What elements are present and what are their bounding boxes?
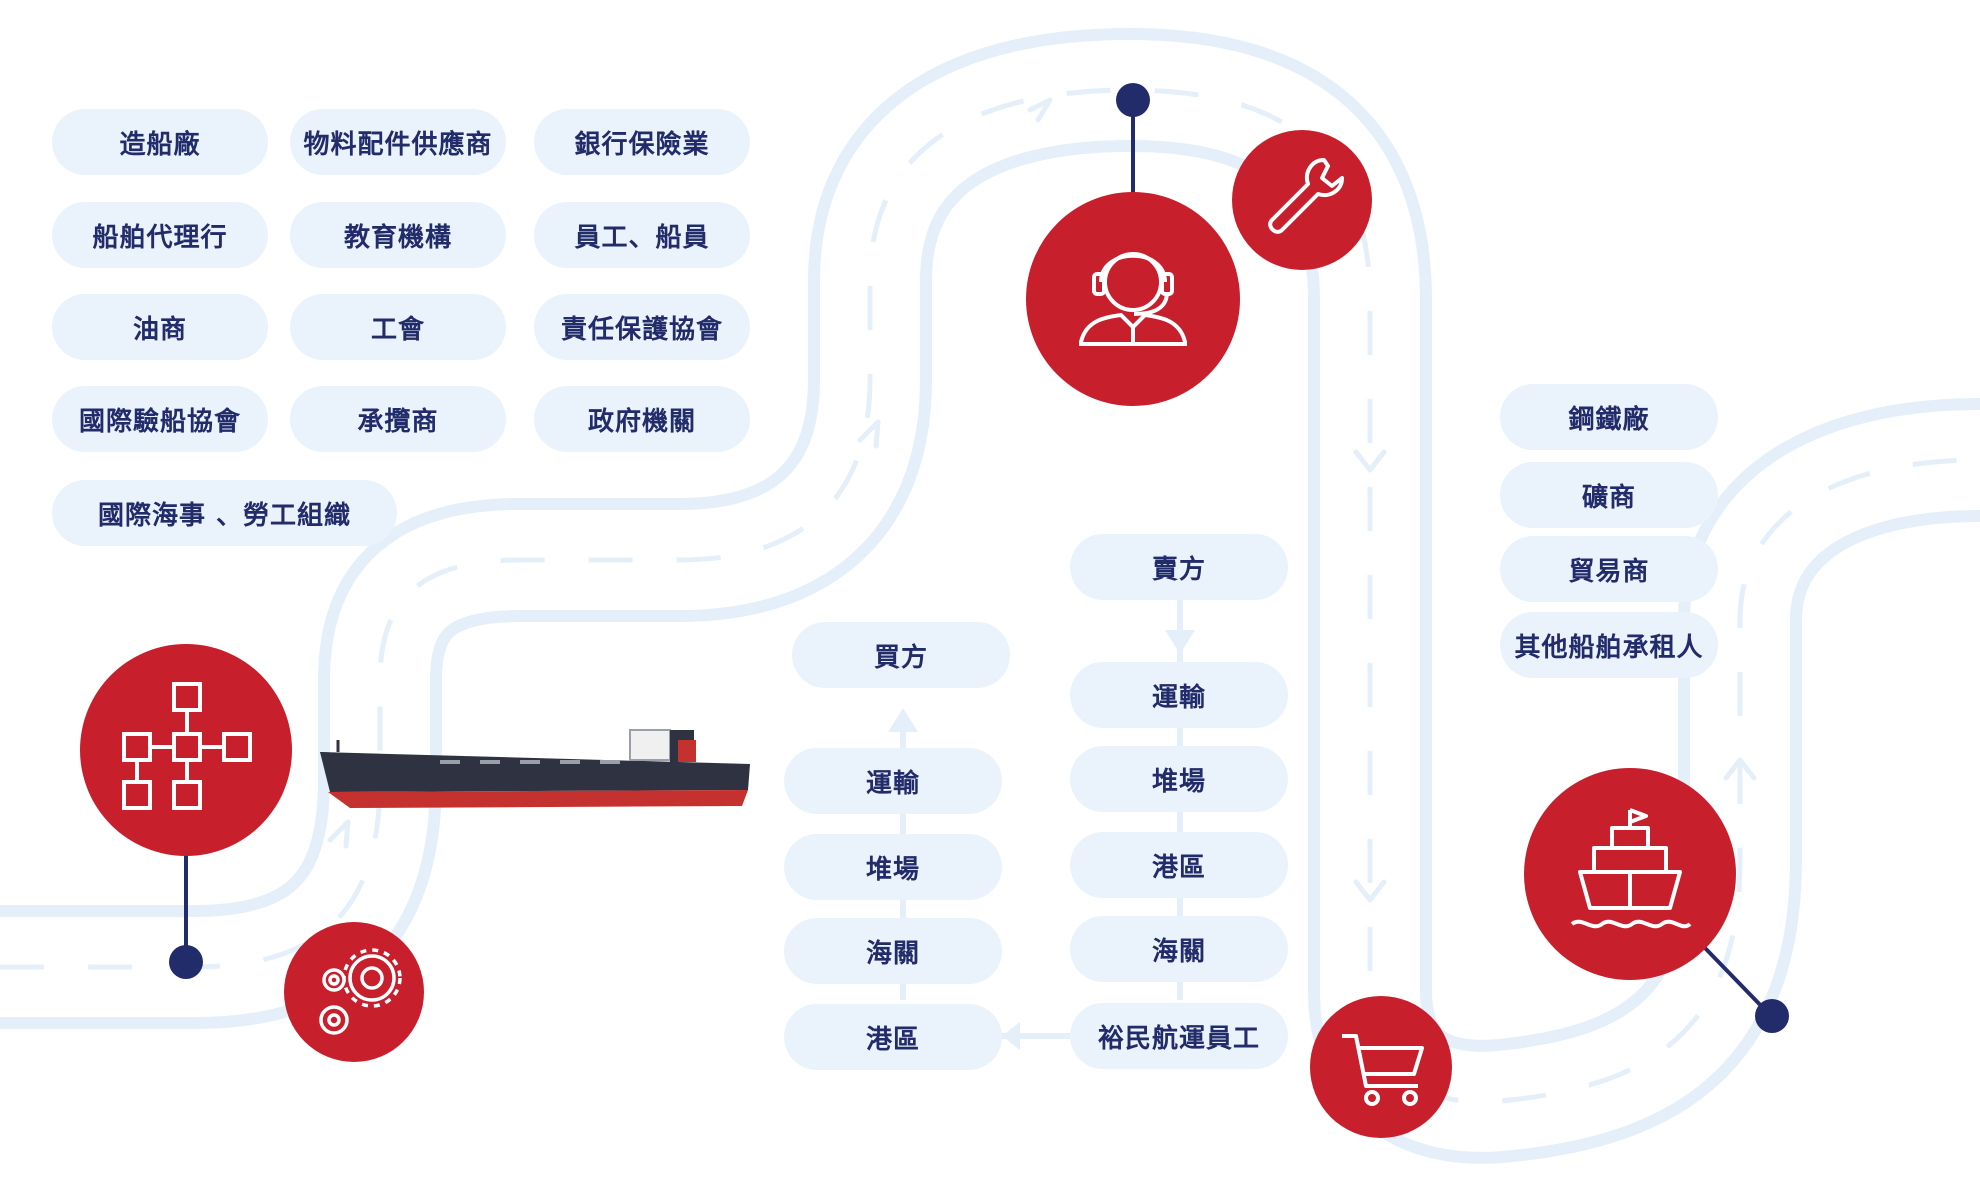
trader-pill: 鋼鐵廠 — [1500, 384, 1718, 450]
stakeholder-pill: 國際海事 、勞工組織 — [52, 480, 397, 546]
buyer-flow-step: 港區 — [784, 1004, 1002, 1070]
gears-icon — [284, 922, 424, 1062]
stakeholder-pill: 造船廠 — [52, 109, 268, 175]
stakeholder-pill: 責任保護協會 — [534, 294, 750, 360]
stakeholder-pill: 銀行保險業 — [534, 109, 750, 175]
stakeholder-pill: 油商 — [52, 294, 268, 360]
buyer-flow-step: 堆場 — [784, 834, 1002, 900]
ship-icon — [1524, 768, 1736, 980]
stakeholder-pill: 教育機構 — [290, 202, 506, 268]
trader-pill: 礦商 — [1500, 462, 1718, 528]
stakeholder-pill: 船舶代理行 — [52, 202, 268, 268]
wrench-icon — [1232, 130, 1372, 270]
shopping-cart-icon — [1310, 996, 1452, 1138]
stakeholder-pill: 員工、船員 — [534, 202, 750, 268]
stakeholder-pill: 國際驗船協會 — [52, 386, 268, 452]
seller-flow-step: 賣方 — [1070, 534, 1288, 600]
stakeholder-pill: 政府機關 — [534, 386, 750, 452]
seller-flow-step: 堆場 — [1070, 746, 1288, 812]
stakeholder-pill: 工會 — [290, 294, 506, 360]
seller-flow-step: 海關 — [1070, 916, 1288, 982]
seller-flow-step: 裕民航運員工 — [1070, 1003, 1288, 1069]
seller-flow-step: 港區 — [1070, 832, 1288, 898]
buyer-flow-step: 買方 — [792, 622, 1010, 688]
stakeholder-pill: 承攬商 — [290, 386, 506, 452]
seller-flow-step: 運輸 — [1070, 662, 1288, 728]
ship-illustration — [320, 729, 750, 808]
trader-pill: 貿易商 — [1500, 536, 1718, 602]
org-chart-icon — [80, 644, 292, 856]
buyer-flow-step: 運輸 — [784, 748, 1002, 814]
customer-service-icon — [1026, 192, 1240, 406]
trader-pill: 其他船舶承租人 — [1500, 612, 1718, 678]
buyer-flow-step: 海關 — [784, 918, 1002, 984]
stakeholder-pill: 物料配件供應商 — [290, 109, 506, 175]
